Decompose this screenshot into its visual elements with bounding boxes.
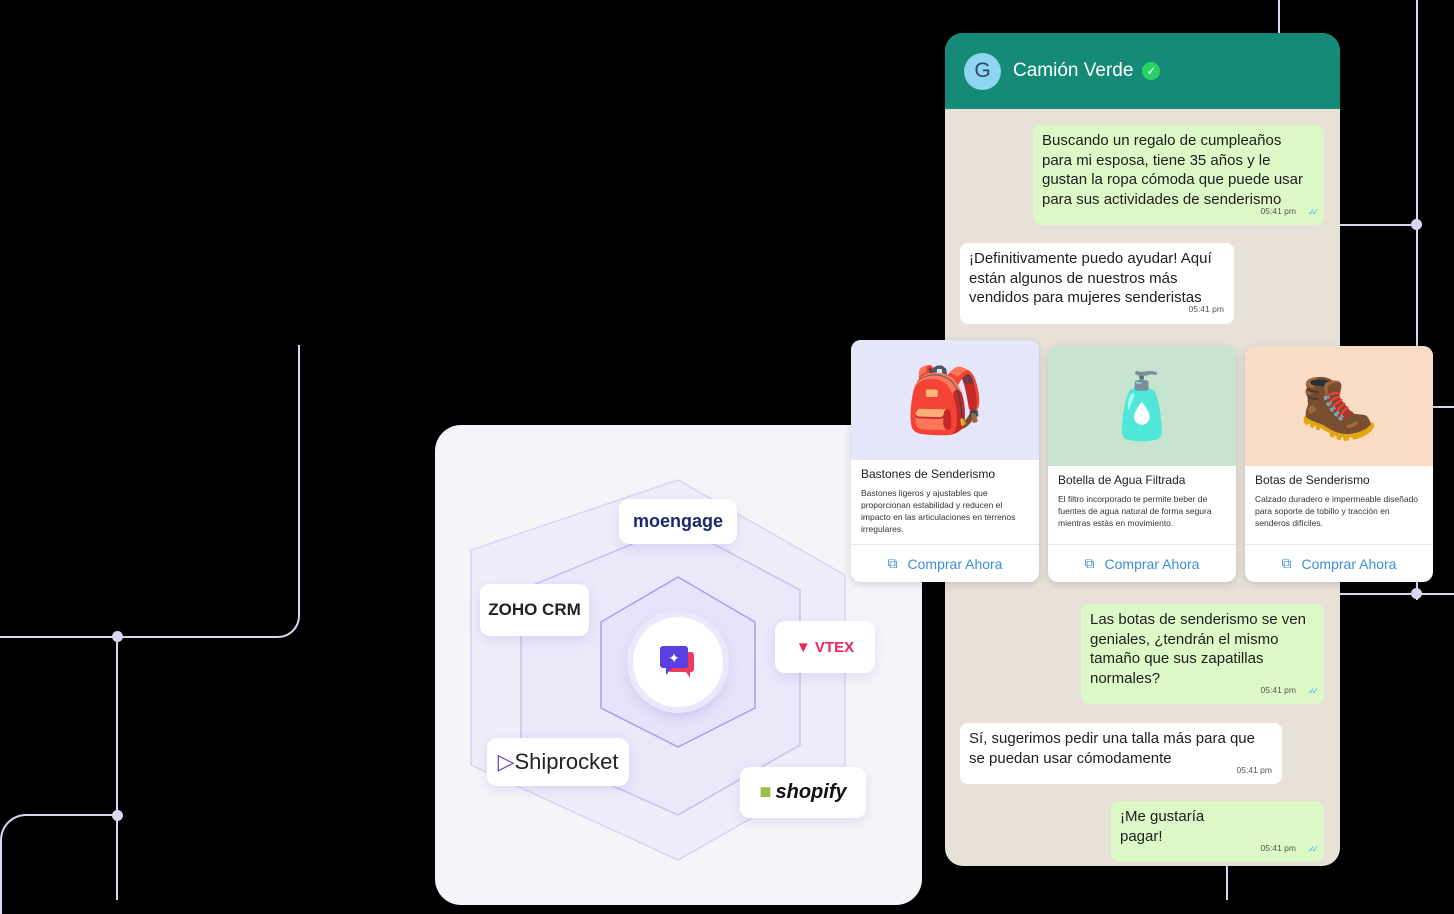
vtex-logo: ▼ VTEX <box>775 621 875 673</box>
avatar[interactable]: G <box>964 52 1001 90</box>
message-text: ¡Definitivamente puedo ayudar! Aquí está… <box>969 250 1212 306</box>
message-outgoing: Las botas de senderismo se ven geniales,… <box>1081 604 1324 704</box>
shopify-wordmark: shopify <box>775 781 847 803</box>
product-image-boots: 🥾 <box>1245 346 1433 466</box>
product-image-backpack-poles: 🎒 <box>851 340 1039 460</box>
buy-now-button[interactable]: ⧉ Comprar Ahora <box>851 544 1039 582</box>
product-description: El filtro incorporado te permite beber d… <box>1058 494 1212 528</box>
message-text: Sí, sugerimos pedir una talla más para q… <box>969 730 1255 767</box>
decor-line <box>298 345 300 615</box>
buy-now-button[interactable]: ⧉ Comprar Ahora <box>1245 544 1433 582</box>
svg-text:✦: ✦ <box>668 650 680 666</box>
zoho-crm-logo: ZOHO CRM <box>480 584 589 636</box>
decor-line <box>116 637 118 900</box>
zoho-wordmark: ZOHO CRM <box>488 600 581 619</box>
decor-line <box>1339 593 1454 595</box>
shopping-bag-icon: ■ <box>759 781 772 803</box>
double-check-icon: ✓✓ <box>1307 206 1319 217</box>
double-check-icon: ✓✓ <box>1307 685 1319 696</box>
message-time: 05:41 pm <box>1260 684 1296 695</box>
shiprocket-wordmark: Shiprocket <box>514 749 619 774</box>
message-text: Las botas de senderismo se ven geniales,… <box>1090 611 1306 687</box>
message-text: ¡Me gustaría pagar! <box>1120 808 1205 845</box>
product-title: Botella de Agua Filtrada <box>1058 473 1186 487</box>
decor-corner <box>0 814 118 914</box>
decor-line <box>1278 0 1280 40</box>
chat-title: Camión Verde <box>1013 60 1134 81</box>
decor-line <box>1226 860 1228 900</box>
message-time: 05:41 pm <box>1260 205 1296 216</box>
product-description: Calzado duradero e impermeable diseñado … <box>1255 494 1419 528</box>
product-title: Botas de Senderismo <box>1255 473 1370 487</box>
product-description: Bastones ligeros y ajustables que propor… <box>861 488 1016 534</box>
message-time: 05:41 pm <box>1236 764 1272 775</box>
chat-header: G Camión Verde ✓ <box>945 33 1340 109</box>
product-title: Bastones de Senderismo <box>861 467 996 481</box>
shiprocket-logo: ▷Shiprocket <box>487 738 629 786</box>
play-icon: ▷ <box>497 749 515 774</box>
button-label: Comprar Ahora <box>1301 555 1397 572</box>
product-image-water-bottle: 🧴 <box>1048 346 1236 466</box>
message-outgoing: ¡Me gustaría pagar! 05:41 pm ✓✓ <box>1111 801 1324 862</box>
message-incoming: Sí, sugerimos pedir una talla más para q… <box>960 723 1282 784</box>
button-label: Comprar Ahora <box>1104 555 1200 572</box>
decor-line <box>1433 406 1454 408</box>
vtex-wordmark: VTEX <box>814 638 855 656</box>
message-text: Buscando un regalo de cumpleaños para mi… <box>1042 132 1304 208</box>
decor-line <box>1339 224 1417 226</box>
moengage-logo: moengage <box>619 499 737 544</box>
external-link-icon: ⧉ <box>887 555 898 571</box>
message-outgoing: Buscando un regalo de cumpleaños para mi… <box>1033 125 1324 225</box>
external-link-icon: ⧉ <box>1281 555 1292 571</box>
shopify-logo: ■shopify <box>740 767 866 818</box>
verified-badge-icon: ✓ <box>1142 62 1161 80</box>
message-time: 05:41 pm <box>1260 842 1296 853</box>
decor-dot <box>112 810 123 821</box>
decor-corner <box>260 596 300 638</box>
decor-line <box>0 636 262 638</box>
decor-dot <box>1411 219 1422 230</box>
whatsapp-chat-window: G Camión Verde ✓ Buscando un regalo de c… <box>945 33 1340 866</box>
message-time: 05:41 pm <box>1188 304 1224 314</box>
button-label: Comprar Ahora <box>907 555 1003 572</box>
decor-line <box>1416 0 1418 600</box>
decor-dot <box>112 631 123 642</box>
message-incoming: ¡Definitivamente puedo ayudar! Aquí está… <box>960 243 1234 324</box>
product-card: 🧴 Botella de Agua Filtrada El filtro inco… <box>1048 346 1236 582</box>
external-link-icon: ⧉ <box>1084 555 1095 571</box>
hub-chat-icon: ✦ <box>633 617 723 707</box>
buy-now-button[interactable]: ⧉ Comprar Ahora <box>1048 544 1236 582</box>
decor-dot <box>1411 588 1422 599</box>
double-check-icon: ✓✓ <box>1307 843 1319 854</box>
